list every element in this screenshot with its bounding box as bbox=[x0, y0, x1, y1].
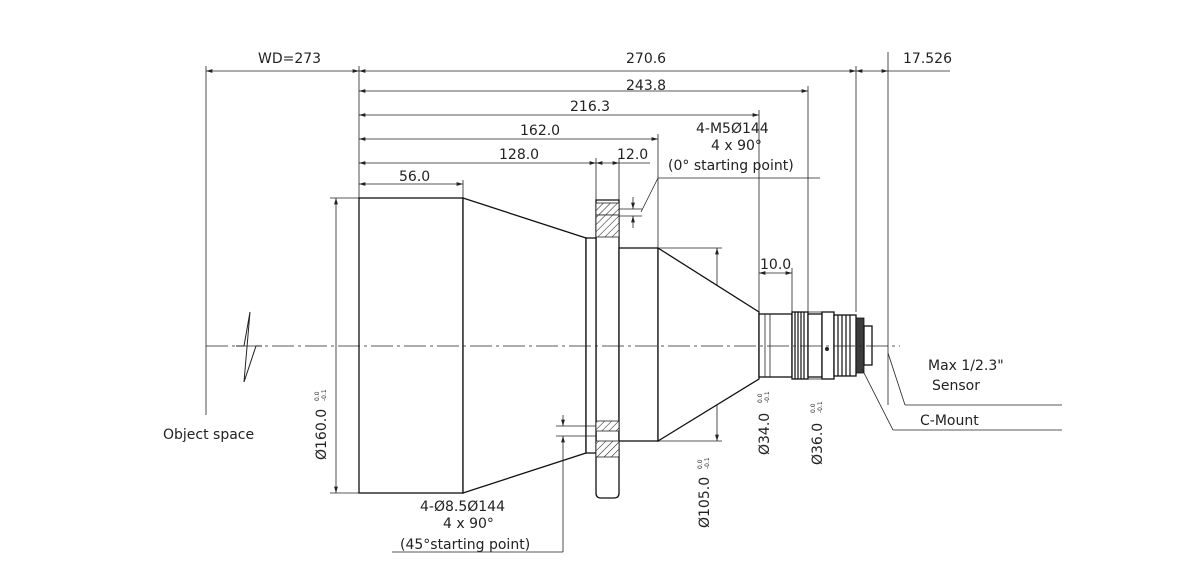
svg-text:0.0: 0.0 bbox=[314, 391, 321, 401]
diameter-label-d36: Ø36.0 0.0 -0.1 bbox=[810, 401, 826, 465]
hole-dimension-marks bbox=[392, 177, 820, 553]
break-symbol bbox=[236, 311, 262, 383]
note-top-hole-line1: 4-M5Ø144 bbox=[696, 121, 769, 137]
label-12: 12.0 bbox=[617, 147, 648, 163]
dimension-lines bbox=[206, 69, 950, 275]
rear-cone bbox=[657, 246, 760, 443]
rear-ring bbox=[821, 311, 835, 380]
front-barrel bbox=[358, 197, 464, 494]
label-wd: WD=273 bbox=[258, 51, 321, 67]
svg-text:Ø105.0: Ø105.0 bbox=[697, 477, 713, 528]
label-56: 56.0 bbox=[399, 169, 430, 185]
svg-text:0.0: 0.0 bbox=[697, 459, 704, 469]
svg-text:-0.1: -0.1 bbox=[764, 391, 771, 403]
svg-text:-0.1: -0.1 bbox=[704, 457, 711, 469]
diameter-label-d34: Ø34.0 0.0 -0.1 bbox=[757, 391, 773, 455]
lens-body bbox=[358, 197, 873, 499]
note-bottom-hole-line2: 4 x 90° bbox=[443, 516, 494, 532]
svg-text:0.0: 0.0 bbox=[810, 403, 817, 413]
svg-text:-0.1: -0.1 bbox=[817, 401, 824, 413]
label-162: 162.0 bbox=[520, 123, 560, 139]
note-sensor-line1: Max 1/2.3" bbox=[928, 358, 1004, 374]
label-overall: 270.6 bbox=[626, 51, 666, 67]
svg-text:Ø160.0: Ø160.0 bbox=[314, 409, 330, 460]
note-top-hole-line3: (0° starting point) bbox=[668, 158, 794, 174]
extension-lines bbox=[205, 52, 889, 415]
lens-tube bbox=[758, 313, 793, 378]
svg-text:-0.1: -0.1 bbox=[321, 389, 328, 401]
flange-hole-top bbox=[595, 202, 620, 216]
svg-text:0.0: 0.0 bbox=[757, 393, 764, 403]
flange-hole-bottom bbox=[595, 420, 620, 432]
note-mount: C-Mount bbox=[920, 413, 979, 429]
note-bottom-hole-line3: (45°starting point) bbox=[400, 537, 530, 553]
svg-text:Ø36.0: Ø36.0 bbox=[810, 423, 826, 465]
diameter-label-d105: Ø105.0 0.0 -0.1 bbox=[697, 457, 713, 528]
label-243: 243.8 bbox=[626, 78, 666, 94]
label-10: 10.0 bbox=[760, 257, 791, 273]
svg-text:Ø34.0: Ø34.0 bbox=[757, 413, 773, 455]
label-sensor-offset: 17.526 bbox=[903, 51, 952, 67]
note-sensor-line2: Sensor bbox=[932, 378, 980, 394]
note-bottom-hole-line1: 4-Ø8.5Ø144 bbox=[420, 499, 505, 515]
diameter-label-d160: Ø160.0 0.0 -0.1 bbox=[314, 389, 330, 460]
note-object-space: Object space bbox=[163, 427, 254, 443]
c-mount-thread bbox=[855, 317, 865, 374]
front-cone bbox=[462, 197, 587, 494]
iris-ring bbox=[807, 313, 823, 378]
note-top-hole-line2: 4 x 90° bbox=[711, 138, 762, 154]
label-128: 128.0 bbox=[499, 147, 539, 163]
label-216: 216.3 bbox=[570, 99, 610, 115]
leaders bbox=[861, 352, 1062, 431]
